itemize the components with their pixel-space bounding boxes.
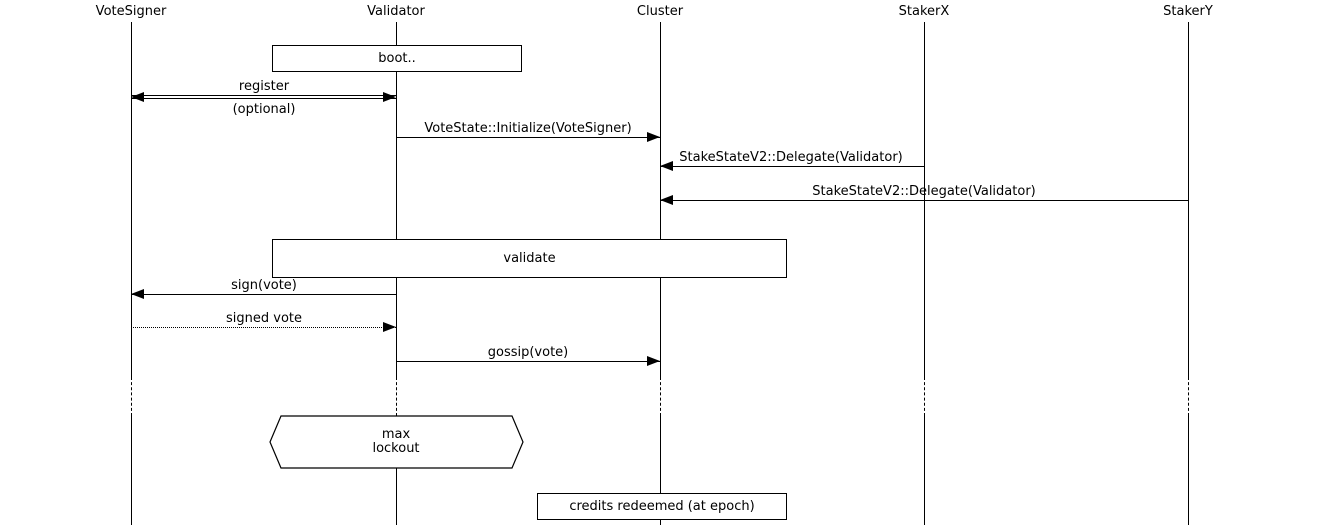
delegate-stakerx-line: [660, 166, 924, 167]
hexagon-icon: [269, 415, 524, 469]
max-lockout-shape: [269, 415, 524, 473]
max-lockout-label: max lockout: [372, 416, 419, 468]
participant-label-stakerx: StakerX: [898, 4, 950, 19]
participant-label-stakery: StakerY: [1163, 4, 1213, 19]
sign-vote-line: [131, 294, 396, 295]
lifeline-validator: [396, 22, 397, 377]
register-line: [131, 95, 396, 99]
register-arrowhead-left-icon: [131, 92, 144, 102]
register-label: register: [238, 79, 290, 94]
signed-vote-arrowhead-icon: [383, 322, 396, 332]
participant-label-cluster: Cluster: [636, 4, 684, 19]
signed-vote-label: signed vote: [225, 311, 303, 326]
participant-label-validator: Validator: [367, 4, 425, 19]
lifeline-stakerx-bottom: [924, 416, 925, 525]
gossip-vote-label: gossip(vote): [487, 345, 569, 360]
credits-redeemed-box: credits redeemed (at epoch): [537, 493, 787, 520]
participant-label-votesigner: VoteSigner: [95, 4, 167, 19]
lifeline-votesigner: [131, 22, 132, 377]
lifeline-stakerx-gap: [924, 377, 925, 416]
lifeline-stakery-gap: [1188, 377, 1189, 416]
boot-box: boot..: [272, 45, 522, 72]
lifeline-votesigner-bottom: [131, 416, 132, 525]
max-lockout-line1: max: [381, 427, 411, 442]
lifeline-cluster-bottom: [660, 416, 661, 525]
delegate-stakerx-label: StakeStateV2::Delegate(Validator): [679, 150, 903, 165]
lifeline-validator-gap: [396, 377, 397, 416]
delegate-stakery-arrowhead-icon: [660, 195, 673, 205]
lifeline-stakerx: [924, 22, 925, 377]
vote-initialize-line: [396, 137, 660, 138]
lifeline-stakery: [1188, 22, 1189, 377]
lifeline-votesigner-gap: [131, 377, 132, 416]
delegate-stakery-line: [660, 200, 1188, 201]
lifeline-validator-bottom: [396, 416, 397, 525]
register-arrowhead-right-icon: [383, 92, 396, 102]
register-optional-label: (optional): [232, 102, 296, 117]
signed-vote-line: [131, 327, 396, 328]
lifeline-cluster-gap: [660, 377, 661, 416]
vote-initialize-label: VoteState::Initialize(VoteSigner): [424, 121, 632, 136]
gossip-vote-line: [396, 361, 660, 362]
sign-vote-arrowhead-icon: [131, 289, 144, 299]
max-lockout-line2: lockout: [372, 441, 420, 456]
delegate-stakery-label: StakeStateV2::Delegate(Validator): [812, 184, 1036, 199]
sign-vote-label: sign(vote): [231, 278, 297, 293]
gossip-vote-arrowhead-icon: [647, 356, 660, 366]
vote-initialize-arrowhead-icon: [647, 132, 660, 142]
lifeline-stakery-bottom: [1188, 416, 1189, 525]
validate-box: validate: [272, 239, 787, 278]
delegate-stakerx-arrowhead-icon: [660, 161, 673, 171]
